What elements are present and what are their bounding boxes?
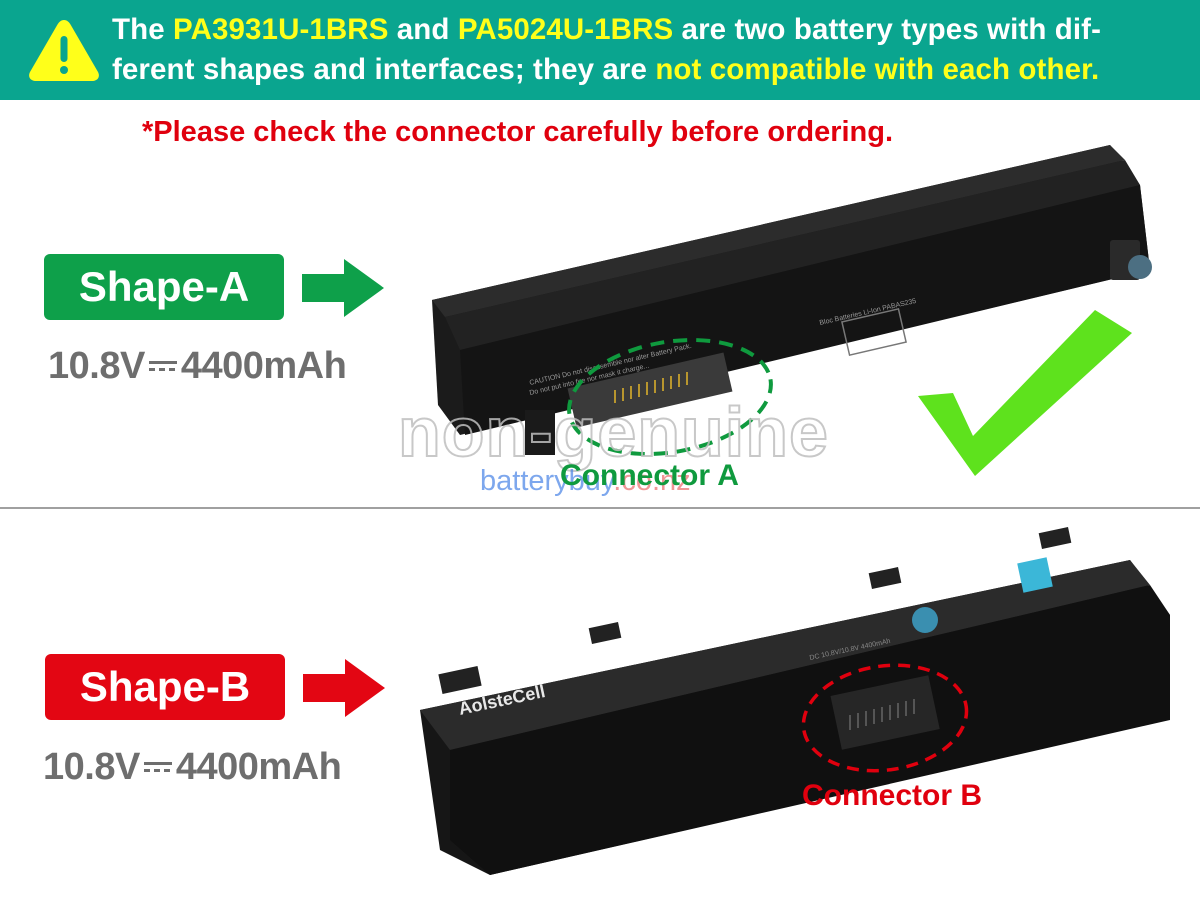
compatibility-warning-text: The PA3931U-1BRS and PA5024U-1BRS are tw… (112, 10, 1172, 90)
arrow-right-icon (303, 659, 385, 717)
banner-text-part: are two battery types with dif- ferent s… (112, 13, 1102, 86)
dc-symbol-icon (143, 757, 172, 777)
model-pa5024u: PA5024U-1BRS (457, 13, 674, 46)
shape-a-spec: 10.8V 4400mAh (48, 344, 347, 388)
arrow-right-icon (302, 259, 384, 317)
watermark-site-domain: .co.nz (613, 465, 691, 497)
capacity-value: 4400mAh (180, 345, 347, 387)
order-notice: *Please check the connector carefully be… (142, 116, 894, 148)
battery-shape-b-image: AolsteCell DC 10.8V/10.8V 4400mAh (420, 527, 1170, 875)
green-checkmark-icon (918, 310, 1132, 476)
not-compatible-highlight: not compatible with each other. (655, 53, 1100, 86)
watermark-site: batterybuy.co.nz (480, 464, 691, 498)
dc-symbol-icon (148, 356, 177, 376)
warning-banner: The PA3931U-1BRS and PA5024U-1BRS are tw… (0, 0, 1200, 100)
warning-triangle-icon (29, 20, 99, 81)
shape-b-spec: 10.8V 4400mAh (43, 745, 342, 789)
shape-a-label: Shape-A (44, 254, 284, 320)
connector-a-label: Connector A (560, 459, 739, 492)
voltage-value: 10.8V (48, 345, 145, 387)
connector-b-label: Connector B (802, 779, 982, 812)
model-pa3931u: PA3931U-1BRS (173, 13, 389, 46)
voltage-value: 10.8V (43, 746, 140, 788)
banner-text-part: The (112, 13, 174, 46)
banner-text-part: and (388, 13, 458, 46)
section-divider (0, 507, 1200, 509)
capacity-value: 4400mAh (175, 746, 342, 788)
watermark-text: non-genuine (397, 392, 829, 472)
battery-shape-a-image: CAUTION Do not disassemble nor alter Bat… (432, 145, 1152, 456)
shape-b-label: Shape-B (45, 654, 285, 720)
watermark-site-name: batterybuy (480, 465, 614, 497)
